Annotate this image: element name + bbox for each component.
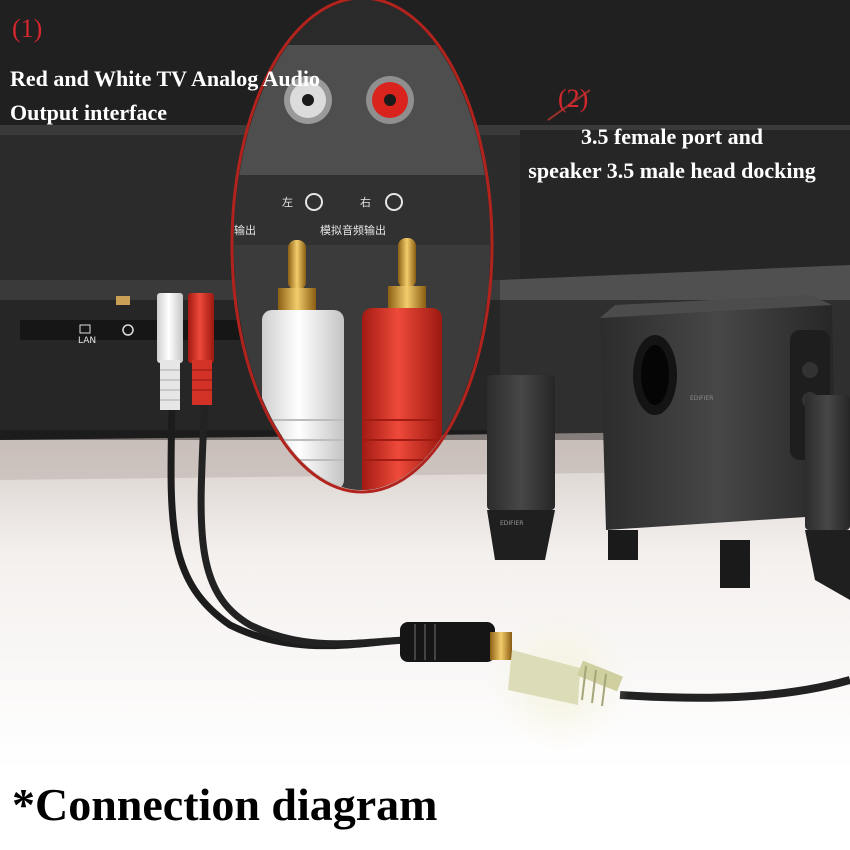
callout-1-text: Red and White TV Analog Audio Output int… bbox=[10, 62, 320, 130]
connection-diagram-caption: *Connection diagram bbox=[12, 779, 438, 830]
speaker-brand-left: EDIFIER bbox=[500, 520, 523, 527]
left-channel-label: 左 bbox=[282, 196, 293, 209]
male-3-5-plug bbox=[508, 650, 623, 707]
lan-label: LAN bbox=[78, 336, 96, 346]
callout-2-line-2: speaker 3.5 male head docking bbox=[528, 158, 816, 183]
small-white-rca-plug bbox=[157, 293, 183, 410]
callout-1-number: (1) bbox=[12, 14, 43, 43]
satellite-speaker-left: EDIFIER bbox=[487, 375, 555, 560]
satellite-speaker-right bbox=[805, 395, 850, 600]
analog-audio-output-label: 模拟音频输出 bbox=[320, 223, 386, 237]
callout-1-line-1: Red and White TV Analog Audio bbox=[10, 66, 320, 91]
callout-2-line-1: 3.5 female port and bbox=[580, 124, 764, 149]
speaker-brand-sub: EDIFIER bbox=[690, 395, 713, 402]
tv-port-panel: LAN bbox=[78, 296, 134, 346]
zoom-inset: 左 右 模拟音频输出 输出 bbox=[230, 0, 494, 494]
right-channel-label: 右 bbox=[360, 195, 371, 209]
callout-2-text: 3.5 female port and speaker 3.5 male hea… bbox=[512, 120, 832, 188]
callout-1-line-2: Output interface bbox=[10, 100, 168, 125]
output-suffix-label: 输出 bbox=[234, 223, 256, 237]
female-3-5-jack bbox=[400, 622, 512, 662]
callout-2-number: (2) bbox=[558, 84, 589, 113]
small-red-rca-plug bbox=[188, 293, 214, 405]
